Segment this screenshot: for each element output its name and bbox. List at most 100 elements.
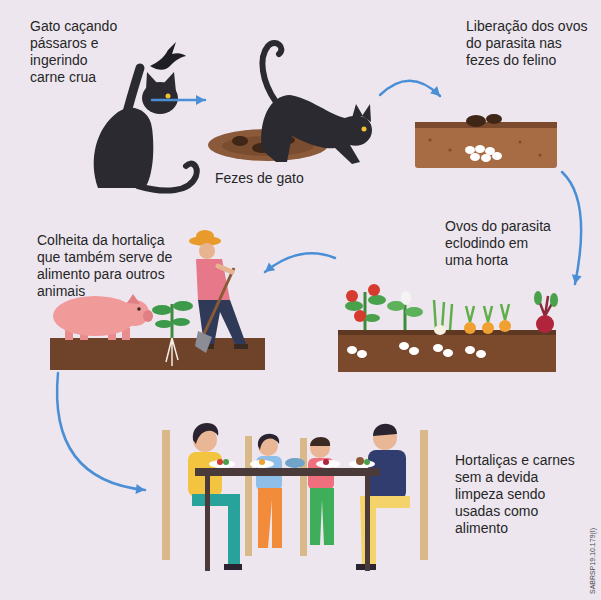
stage-node: Ovos do parasita eclodindo em uma horta: [335, 212, 575, 377]
farmer-head: [199, 243, 215, 259]
farmer-shoe: [234, 344, 248, 349]
tomato: [354, 310, 366, 322]
farmer-arm: [218, 266, 232, 272]
arrow-head: [265, 262, 275, 272]
boy-pants: [310, 488, 334, 545]
cycle-arrow: [265, 253, 335, 272]
egg: [475, 145, 485, 153]
egg: [399, 342, 409, 350]
cycle-arrow: [562, 172, 582, 284]
plate: [316, 460, 340, 468]
plate: [209, 460, 235, 468]
cat-eye: [362, 127, 367, 132]
arrow-line: [57, 373, 145, 490]
egg: [470, 153, 480, 161]
bird: [150, 42, 186, 70]
stretching-cat: [261, 43, 372, 164]
tomato: [368, 284, 380, 296]
plate: [250, 460, 274, 468]
cat-paw: [125, 68, 140, 120]
stage-caption: Ovos do parasita eclodindo em uma horta: [445, 218, 557, 269]
food: [356, 457, 364, 465]
soil-top: [338, 330, 556, 335]
arrow-head: [572, 274, 582, 284]
stage-node: Liberação dos ovos do parasita nas fezes…: [440, 14, 598, 172]
chair: [162, 430, 170, 560]
pig-ear: [127, 294, 140, 304]
soil-dot: [539, 154, 542, 157]
arrow-head: [430, 86, 440, 96]
cat-ear: [163, 72, 176, 92]
man-hair: [373, 424, 397, 436]
leaf: [155, 320, 173, 328]
soil: [338, 330, 556, 372]
carrot: [499, 320, 511, 332]
soil-top: [415, 122, 557, 128]
egg: [481, 154, 491, 162]
pig-eye: [137, 307, 141, 311]
arrow-line: [562, 172, 581, 284]
bowl: [285, 458, 305, 468]
shovel-blade: [195, 331, 212, 353]
leaf: [364, 314, 380, 322]
feces: [232, 136, 248, 146]
food: [364, 459, 370, 465]
egg: [357, 350, 367, 358]
arrow-head: [136, 484, 145, 494]
cat-ear: [352, 104, 363, 118]
soil-dot: [519, 141, 522, 144]
carrot: [482, 322, 494, 334]
stage-node: Hortaliças e carnes sem a devida limpeza…: [145, 400, 585, 585]
leaf: [405, 307, 423, 317]
egg: [476, 350, 486, 358]
onion: [434, 325, 446, 335]
cat-tail: [262, 43, 281, 102]
leaf: [534, 291, 542, 305]
leaf: [152, 305, 172, 315]
food: [259, 459, 265, 465]
egg: [465, 346, 475, 354]
leaf: [173, 301, 193, 311]
arrow-line: [380, 81, 440, 96]
woman-pants: [192, 494, 240, 566]
table-leg: [365, 476, 370, 571]
food: [223, 459, 229, 465]
vegetable-garden: [338, 284, 558, 372]
chair: [300, 438, 307, 556]
egg: [465, 146, 475, 154]
girl-hair: [258, 434, 279, 450]
soil: [415, 122, 557, 168]
table-top: [195, 468, 380, 476]
chair: [420, 430, 428, 560]
egg: [433, 344, 443, 352]
egg: [492, 152, 502, 160]
cat-ear: [362, 104, 371, 122]
stage-node: Fezes de gato: [205, 40, 380, 191]
shovel-handle: [204, 268, 234, 334]
stage-node: Gato caçando pássaros e ingerindo carne …: [22, 14, 152, 190]
stage-caption: Liberação dos ovos do parasita nas fezes…: [466, 18, 594, 69]
farmer-shirt: [196, 259, 230, 300]
feces: [486, 114, 502, 124]
shoe: [224, 564, 242, 570]
plant-stem: [364, 292, 367, 330]
cat-body: [261, 95, 372, 164]
cycle-arrow: [380, 81, 440, 96]
family-meal: [162, 423, 428, 571]
food: [323, 459, 329, 465]
flower: [401, 291, 411, 305]
onion-leaves: [434, 300, 452, 330]
arrow-line: [265, 253, 335, 272]
stage-caption: Gato caçando pássaros e ingerindo carne …: [30, 18, 125, 86]
egg: [443, 349, 453, 357]
pig-snout: [143, 310, 153, 322]
soil-with-eggs: [415, 114, 557, 168]
soil-dot: [429, 139, 432, 142]
carrot-leaves: [466, 304, 509, 322]
beet: [536, 315, 554, 333]
woman-hair: [193, 423, 219, 444]
leaf: [172, 318, 190, 326]
leaf: [550, 293, 558, 307]
